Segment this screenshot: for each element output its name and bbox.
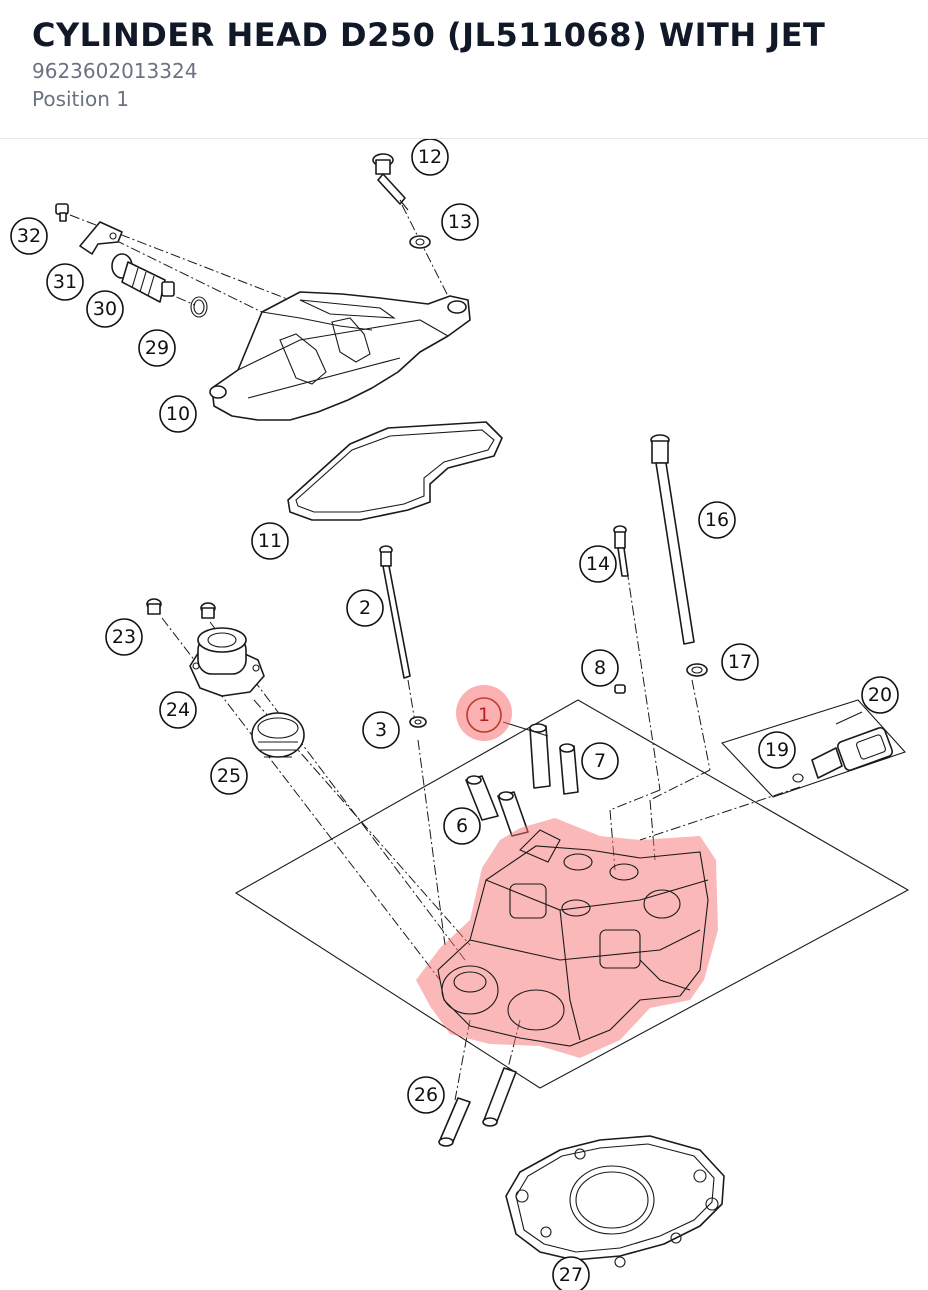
callout-2[interactable]: 2 — [346, 589, 384, 627]
part-27-head-gasket — [505, 1135, 725, 1268]
callout-30[interactable]: 30 — [86, 290, 124, 328]
callout-16[interactable]: 16 — [698, 501, 736, 539]
svg-text:27: 27 — [559, 1264, 583, 1286]
svg-text:23: 23 — [112, 626, 136, 648]
callout-1[interactable]: 1 — [456, 685, 512, 741]
svg-text:30: 30 — [93, 298, 117, 320]
callout-20[interactable]: 20 — [861, 676, 899, 714]
callout-31[interactable]: 31 — [46, 263, 84, 301]
part-31-30-29-fitting — [111, 253, 208, 318]
svg-text:16: 16 — [705, 509, 729, 531]
part-16-17-bolt-ring — [650, 434, 708, 677]
svg-text:26: 26 — [414, 1084, 438, 1106]
callout-23[interactable]: 23 — [105, 618, 143, 656]
part-header: CYLINDER HEAD D250 (JL511068) WITH JET 9… — [0, 0, 928, 139]
callout-13[interactable]: 13 — [441, 203, 479, 241]
svg-text:14: 14 — [586, 553, 610, 575]
part-1-cylinder-head — [416, 818, 718, 1058]
part-8-plug — [614, 684, 626, 694]
part-23-24-25-thermostat — [146, 598, 305, 758]
callout-6[interactable]: 6 — [443, 807, 481, 845]
svg-text:11: 11 — [258, 530, 282, 552]
callout-26[interactable]: 26 — [407, 1076, 445, 1114]
callout-14[interactable]: 14 — [579, 545, 617, 583]
callout-19[interactable]: 19 — [758, 731, 796, 769]
assembly-outline — [234, 699, 910, 1089]
svg-text:32: 32 — [17, 225, 41, 247]
svg-text:7: 7 — [594, 750, 606, 772]
part-10-valve-cover — [209, 291, 471, 421]
svg-text:13: 13 — [448, 211, 472, 233]
part-number: 9623602013324 — [32, 59, 198, 83]
callout-7[interactable]: 7 — [581, 742, 619, 780]
callout-leaders — [502, 711, 863, 737]
svg-text:17: 17 — [728, 651, 752, 673]
part-12-13-bolt-washer — [372, 153, 431, 249]
callout-32[interactable]: 32 — [10, 217, 48, 255]
exploded-parts-diagram: 1 2 3 6 7 8 10 11 12 13 14 16 17 19 20 2… — [0, 139, 928, 1290]
svg-text:1: 1 — [478, 704, 490, 726]
part-7-6-valve-guides — [465, 723, 579, 837]
svg-text:19: 19 — [765, 739, 789, 761]
svg-text:24: 24 — [166, 699, 190, 721]
part-19-20-temp-sensor — [792, 726, 894, 783]
part-26-dowel-pins — [438, 1067, 517, 1147]
part-11-gasket — [287, 421, 503, 521]
callout-24[interactable]: 24 — [159, 691, 197, 729]
callout-29[interactable]: 29 — [138, 329, 176, 367]
callout-3[interactable]: 3 — [362, 711, 400, 749]
position-label: Position 1 — [32, 87, 129, 111]
svg-text:25: 25 — [217, 765, 241, 787]
callout-17[interactable]: 17 — [721, 643, 759, 681]
part-2-3-bolt-washer — [379, 545, 427, 728]
svg-text:31: 31 — [53, 271, 77, 293]
svg-text:20: 20 — [868, 684, 892, 706]
page-title: CYLINDER HEAD D250 (JL511068) WITH JET — [32, 16, 826, 54]
part-32-bolt-bracket — [55, 203, 123, 255]
callout-25[interactable]: 25 — [210, 757, 248, 795]
svg-text:2: 2 — [359, 597, 371, 619]
callout-11[interactable]: 11 — [251, 522, 289, 560]
part-14-bolt — [613, 525, 629, 577]
callout-27[interactable]: 27 — [552, 1256, 590, 1290]
svg-text:10: 10 — [166, 403, 190, 425]
callout-8[interactable]: 8 — [581, 649, 619, 687]
callout-10[interactable]: 10 — [159, 395, 197, 433]
callout-12[interactable]: 12 — [411, 139, 449, 176]
svg-text:29: 29 — [145, 337, 169, 359]
svg-text:12: 12 — [418, 146, 442, 168]
svg-text:3: 3 — [375, 719, 387, 741]
svg-text:8: 8 — [594, 657, 606, 679]
svg-text:6: 6 — [456, 815, 468, 837]
